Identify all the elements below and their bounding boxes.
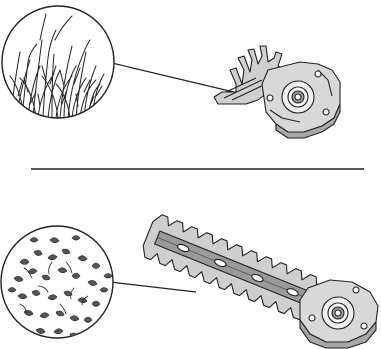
grass-shear-panel: [2, 6, 340, 138]
hedge-trimmer-blade: [139, 212, 378, 348]
grass-leader-line: [112, 63, 238, 93]
shear-drive-hub: [282, 81, 314, 113]
grass-shear-blade: [214, 46, 340, 138]
hedge-drive-hub: [322, 297, 354, 329]
leaves-leader-line: [110, 282, 196, 292]
leaves-inset: [1, 226, 113, 338]
grass-inset: [2, 6, 114, 118]
hedge-trimmer-panel: [1, 212, 378, 348]
